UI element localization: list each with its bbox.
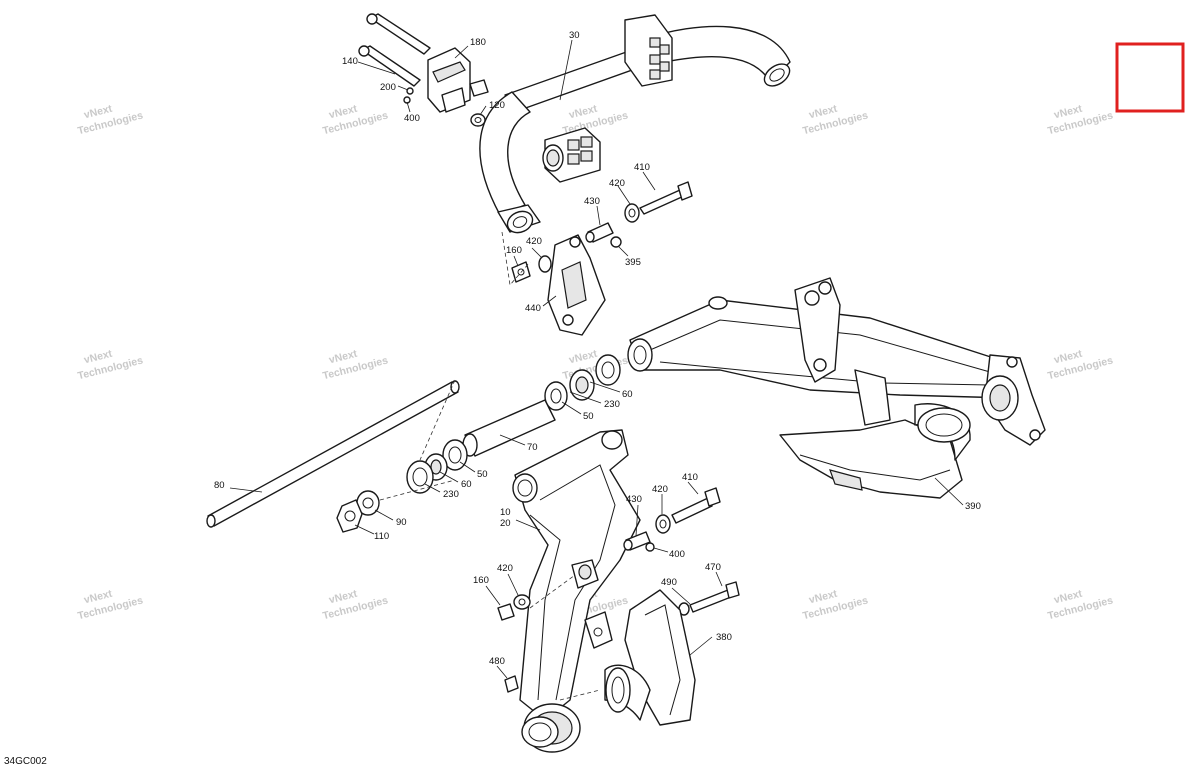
callout-440: 440 bbox=[525, 303, 541, 314]
lower-arm-fasteners bbox=[497, 487, 721, 693]
callout-160: 160 bbox=[506, 245, 522, 256]
callout-60: 60 bbox=[622, 389, 633, 400]
callout-30: 30 bbox=[569, 30, 580, 41]
callout-200: 200 bbox=[380, 82, 396, 93]
callout-230: 230 bbox=[604, 399, 620, 410]
callout-390: 390 bbox=[965, 501, 981, 512]
callout-180: 180 bbox=[470, 37, 486, 48]
callout-20: 20 bbox=[500, 518, 511, 529]
callout-430: 430 bbox=[626, 494, 642, 505]
callout-70: 70 bbox=[527, 442, 538, 453]
upper-link-fasteners bbox=[585, 181, 693, 248]
leader-lines bbox=[229, 39, 964, 679]
callout-400: 400 bbox=[404, 113, 420, 124]
bracket-180 bbox=[358, 13, 489, 127]
callout-420: 420 bbox=[526, 236, 542, 247]
washer-nut bbox=[336, 490, 380, 533]
callout-400: 400 bbox=[669, 549, 685, 560]
lower-a-arm bbox=[512, 429, 641, 753]
link-plate-440 bbox=[511, 234, 606, 336]
callout-160: 160 bbox=[473, 575, 489, 586]
callout-60: 60 bbox=[461, 479, 472, 490]
callout-10: 10 bbox=[500, 507, 511, 518]
callout-80: 80 bbox=[214, 480, 225, 491]
guard-380 bbox=[604, 581, 740, 726]
callout-50: 50 bbox=[583, 411, 594, 422]
callout-140: 140 bbox=[342, 56, 358, 67]
figure-code: 34GC002 bbox=[4, 756, 47, 767]
callout-90: 90 bbox=[396, 517, 407, 528]
callout-420: 420 bbox=[497, 563, 513, 574]
callout-420: 420 bbox=[609, 178, 625, 189]
stabilizer-bar bbox=[479, 14, 791, 234]
guard-390 bbox=[779, 403, 971, 499]
callout-120: 120 bbox=[489, 100, 505, 111]
callout-395: 395 bbox=[625, 257, 641, 268]
callout-480: 480 bbox=[489, 656, 505, 667]
callout-50: 50 bbox=[477, 469, 488, 480]
callout-410: 410 bbox=[634, 162, 650, 173]
callout-230: 230 bbox=[443, 489, 459, 500]
callout-380: 380 bbox=[716, 632, 732, 643]
callout-490: 490 bbox=[661, 577, 677, 588]
callout-430: 430 bbox=[584, 196, 600, 207]
callout-110: 110 bbox=[374, 531, 389, 542]
upper-a-arm bbox=[627, 277, 1046, 446]
callout-410: 410 bbox=[682, 472, 698, 483]
callout-470: 470 bbox=[705, 562, 721, 573]
shaft-80 bbox=[206, 380, 460, 528]
callout-420: 420 bbox=[652, 484, 668, 495]
bushing-40 bbox=[542, 127, 601, 183]
callout-labels: 180 30 140 200 400 120 410 420 430 160 4… bbox=[214, 30, 981, 667]
highlight-box bbox=[1115, 42, 1185, 113]
